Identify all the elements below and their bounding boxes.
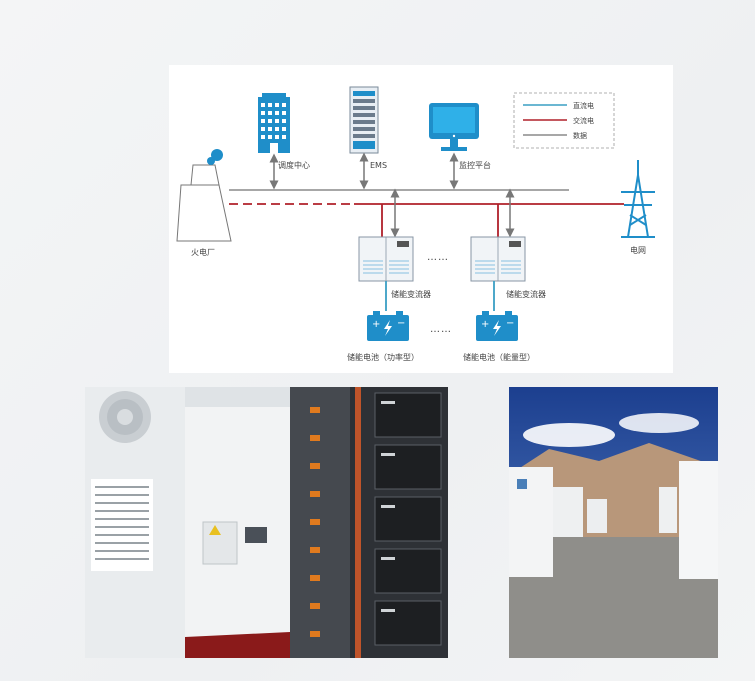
legend-ac-label: 交流电 <box>573 116 594 125</box>
legend: 直流电 交流电 数据 <box>513 92 615 149</box>
dispatch-label: 调度中心 <box>278 160 310 170</box>
battery-right-icon: + − <box>476 311 518 341</box>
ems-label: EMS <box>370 161 387 170</box>
grid-tower-icon <box>621 160 655 238</box>
energy-storage-system-diagram: 直流电 交流电 数据 调度中心 <box>169 65 673 373</box>
diagram-svg: 直流电 交流电 数据 调度中心 <box>176 86 655 362</box>
dispatch-center-icon <box>258 93 290 153</box>
battery-right-label: 储能电池（能量型） <box>463 352 535 362</box>
legend-data-label: 数据 <box>573 131 587 140</box>
monitor-label: 监控平台 <box>459 160 491 170</box>
outdoor-storage-site-photo <box>509 387 718 658</box>
outdoor-storage-site-image <box>509 387 718 658</box>
pcs-left-cabinet-icon <box>358 236 414 282</box>
pcs-ellipsis: …… <box>427 252 449 263</box>
battery-cabinet-photo <box>85 387 448 658</box>
monitor-platform-icon <box>429 103 479 151</box>
svg-text:+: + <box>372 319 380 330</box>
ems-server-icon <box>349 86 379 154</box>
svg-text:+: + <box>481 319 489 330</box>
power-plant-icon <box>176 149 232 242</box>
pcs-right-cabinet-icon <box>470 236 526 282</box>
svg-text:−: − <box>506 318 514 329</box>
battery-cabinet-image <box>85 387 448 658</box>
legend-dc-label: 直流电 <box>573 101 594 110</box>
battery-ellipsis: …… <box>430 324 452 335</box>
grid-label: 电网 <box>630 245 646 255</box>
battery-left-icon: + − <box>367 311 409 341</box>
pcs-right-label: 储能变流器 <box>506 289 546 299</box>
battery-left-label: 储能电池（功率型） <box>347 352 419 362</box>
svg-text:−: − <box>397 318 405 329</box>
power-plant-label: 火电厂 <box>191 247 215 257</box>
pcs-left-label: 储能变流器 <box>391 289 431 299</box>
